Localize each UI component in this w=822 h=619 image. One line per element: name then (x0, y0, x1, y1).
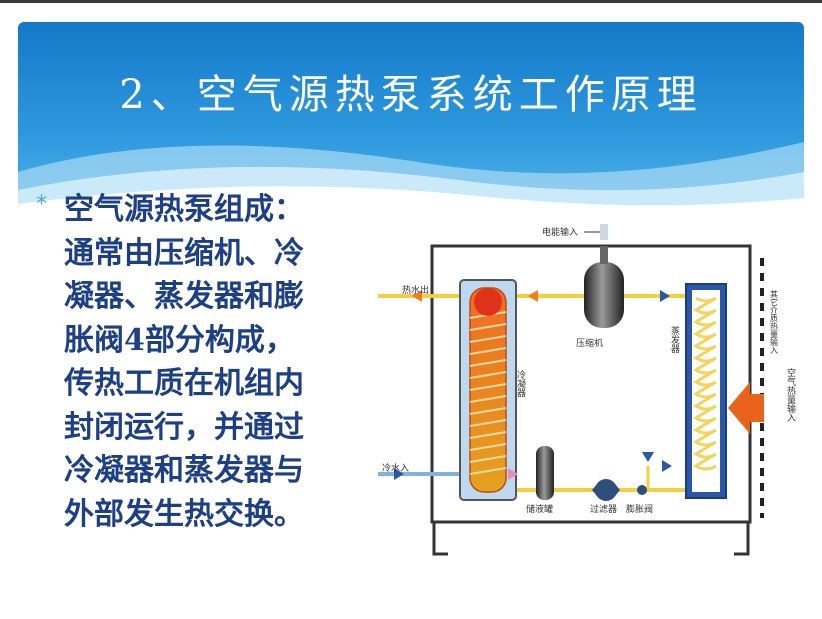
bullet-line: 凝器、蒸发器和膨 (64, 279, 304, 314)
bullet-line: 封闭运行，并通过 (64, 409, 304, 445)
label-other-media-input: 其它介质热量输入 (770, 290, 779, 354)
label-power-input: 电能输入 (542, 226, 578, 238)
bullet-line: 冷凝器和蒸发器与 (64, 453, 304, 488)
title-banner (18, 22, 804, 218)
evaporator (685, 283, 727, 499)
bullet-line: 胀阀4部分构成， (64, 322, 295, 358)
bullet-text: 空气源热泵组成： 通常由压缩机、冷 凝器、蒸发器和膨 胀阀4部分构成， 传热工质… (64, 188, 374, 536)
bullet-marker: * (36, 192, 47, 217)
bullet-line: 外部发生热交换。 (64, 496, 304, 532)
power-input-marker (584, 224, 608, 240)
label-evaporator: 蒸发器 (669, 325, 680, 353)
label-cold-water-in: 冷水入 (382, 462, 409, 474)
label-air-heat-input: 空气热量输入 (785, 367, 796, 422)
label-hot-water-out: 热水出 (402, 284, 429, 296)
filter (592, 479, 620, 501)
label-expansion-valve: 膨胀阀 (626, 503, 653, 515)
label-filter: 过滤器 (590, 503, 617, 515)
heat-pump-diagram: 电能输入 热水出 冷水入 压缩机 储液罐 过滤器 膨胀阀 冷凝器 蒸发器 其它介… (378, 218, 800, 566)
slide-title: 2、空气源热泵系统工作原理 (119, 72, 703, 118)
top-rule (0, 0, 822, 3)
label-receiver: 储液罐 (526, 503, 553, 515)
compressor (584, 246, 624, 328)
expansion-valve (637, 485, 647, 495)
label-condenser: 冷凝器 (515, 369, 526, 397)
receiver-tank (536, 446, 554, 500)
bullet-line: 通常由压缩机、冷 (64, 235, 304, 271)
bullet-line: 空气源热泵组成： (64, 192, 304, 227)
bullet-line: 传热工质在机组内 (64, 366, 304, 401)
flow-arrows (394, 290, 672, 480)
air-heat-arrow (728, 382, 764, 434)
condenser (459, 279, 517, 501)
label-compressor: 压缩机 (576, 337, 603, 349)
